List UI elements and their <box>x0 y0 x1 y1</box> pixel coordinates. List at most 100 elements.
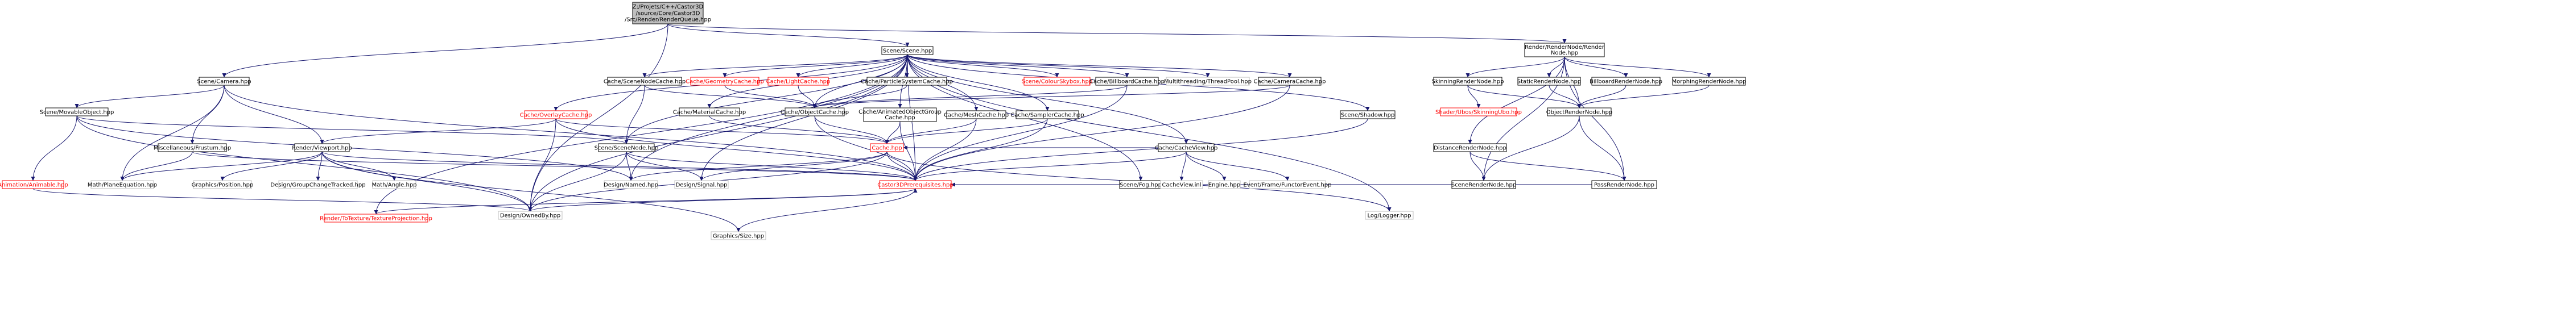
node-label: DistanceRenderNode.hpp <box>1434 145 1506 152</box>
node-label: Cache/LightCache.hpp <box>766 79 831 85</box>
dependency-edge-rnode-to-morphing <box>1564 56 1711 78</box>
node-rtt[interactable]: Render/ToTexture/TextureProjection.hpp <box>320 214 432 223</box>
node-samplercache[interactable]: Cache/SamplerCache.hpp <box>1010 110 1084 119</box>
node-logger[interactable]: Log/Logger.hpp <box>1365 211 1414 220</box>
node-gpos[interactable]: Graphics/Position.hpp <box>192 180 254 189</box>
node-box <box>598 143 655 152</box>
dependency-edge-overlaycache-to-prereq <box>555 118 918 181</box>
node-prereq[interactable]: Castor3DPrerequisites.hpp <box>877 180 953 189</box>
dependency-edge-scenenode-to-signal <box>626 151 704 181</box>
node-box <box>1258 77 1322 86</box>
node-movable[interactable]: Scene/MovableObject.hpp <box>40 107 114 116</box>
node-label: Render/Viewport.hpp <box>292 145 352 152</box>
node-label: Cache/SceneNodeCache.hpp <box>604 79 686 85</box>
node-label: Shader/Ubos/SkinningUbo.hpp <box>1435 110 1522 116</box>
node-label: Cache/ParticleSystemCache.hpp <box>861 79 953 85</box>
node-shaderubo[interactable]: Shader/Ubos/SkinningUbo.hpp <box>1435 107 1522 116</box>
dependency-edge-overlaycache-to-owned <box>528 118 556 212</box>
dependency-edge-prereq-to-owned <box>528 188 916 212</box>
dependency-edge-movable-to-named <box>76 115 633 181</box>
dependency-edge-billboardcache-to-prereq <box>913 85 1128 181</box>
node-named[interactable]: Design/Named.hpp <box>604 180 658 189</box>
node-meshcache[interactable]: Cache/MeshCache.hpp <box>944 110 1009 119</box>
dependency-edge-cameracache-to-objcache <box>812 85 1290 108</box>
dependency-edge-samplercache-to-prereq <box>913 118 1048 181</box>
node-misc[interactable]: Miscellaneous/Frustum.hpp <box>154 143 231 152</box>
node-objcache[interactable]: Cache/ObjectCache.hpp <box>781 107 849 116</box>
node-label: Castor3DPrerequisites.hpp <box>877 182 953 189</box>
node-staticrn[interactable]: StaticRenderNode.hpp <box>1517 77 1582 86</box>
node-particlecache[interactable]: Cache/ParticleSystemCache.hpp <box>861 77 953 86</box>
node-geomcache[interactable]: Cache/GeometryCache.hpp <box>686 77 764 86</box>
node-root[interactable]: Z:/Projets/C++/Castor3D/source/Core/Cast… <box>625 2 711 24</box>
node-camera[interactable]: Scene/Camera.hpp <box>197 77 251 86</box>
dependency-edge-misc-to-plane <box>120 151 193 181</box>
dependency-edge-cameracache-to-prereq <box>913 85 1290 181</box>
node-label: Cache.hpp <box>885 115 915 121</box>
node-scenenode[interactable]: Scene/SceneNode.hpp <box>595 143 659 152</box>
node-label: BillboardRenderNode.hpp <box>1590 79 1662 85</box>
dependency-edge-billboardcache-to-objcache <box>812 85 1128 108</box>
node-morphing[interactable]: MorphingRenderNode.hpp <box>1672 77 1747 86</box>
node-box <box>158 143 227 152</box>
dependency-edge-cacheview-to-engine <box>1186 151 1227 181</box>
node-threadpool[interactable]: Multithreading/ThreadPool.hpp <box>1164 77 1252 86</box>
dependency-edge-objcache-to-cache <box>814 115 889 144</box>
node-gsize[interactable]: Graphics/Size.hpp <box>711 231 766 240</box>
node-owned[interactable]: Design/OwnedBy.hpp <box>498 211 563 220</box>
dependency-edge-rnode-to-scenernode <box>1481 56 1565 181</box>
node-box <box>1591 77 1661 86</box>
node-billboardcache[interactable]: Cache/BillboardCache.hpp <box>1089 77 1165 86</box>
dependency-edge-rtt-to-prereq <box>375 188 918 215</box>
node-cameracache[interactable]: Cache/CameraCache.hpp <box>1253 77 1326 86</box>
node-objrn[interactable]: ObjectRenderNode.hpp <box>1546 107 1612 116</box>
node-scenenodecache[interactable]: Cache/SceneNodeCache.hpp <box>604 77 686 86</box>
node-cacheviewinl[interactable]: CacheView.inl <box>1160 180 1203 189</box>
dependency-edge-overlaycache-to-cache <box>555 118 889 144</box>
node-signal[interactable]: Design/Signal.hpp <box>674 180 729 189</box>
node-billboardrn[interactable]: BillboardRenderNode.hpp <box>1590 77 1662 86</box>
node-label: StaticRenderNode.hpp <box>1517 79 1582 85</box>
dependency-edge-scene-to-samplercache <box>907 54 1050 111</box>
node-overlaycache[interactable]: Cache/OverlayCache.hpp <box>520 110 592 119</box>
node-label: SceneRenderNode.hpp <box>1451 182 1516 189</box>
dependency-edge-rnode-to-skinning <box>1465 56 1565 78</box>
node-functor[interactable]: Event/Frame/FunctorEvent.hpp <box>1244 180 1332 189</box>
node-materialcache[interactable]: Cache/MaterialCache.hpp <box>673 107 746 116</box>
node-passrn[interactable]: PassRenderNode.hpp <box>1591 180 1657 189</box>
node-dgct[interactable]: Design/GroupChangeTracked.hpp <box>270 180 366 189</box>
node-rnode[interactable]: Render/RenderNode/RenderNode.hpp <box>1524 43 1605 57</box>
node-angle[interactable]: Math/Angle.hpp <box>371 180 417 189</box>
node-box <box>1433 77 1502 86</box>
node-box <box>1166 77 1250 86</box>
dependency-edge-distance-to-scenernode <box>1469 151 1486 181</box>
node-scene[interactable]: Scene/Scene.hpp <box>881 46 934 55</box>
node-fog[interactable]: Scene/Fog.hpp <box>1119 180 1162 189</box>
node-cache[interactable]: Cache.hpp <box>870 143 904 152</box>
node-distance[interactable]: DistanceRenderNode.hpp <box>1433 143 1507 152</box>
node-shadow[interactable]: Scene/Shadow.hpp <box>1340 110 1396 119</box>
node-skybox[interactable]: Scene/ColourSkybox.hpp <box>1022 77 1092 86</box>
dependency-edge-scene-to-billboardcache <box>907 54 1129 78</box>
node-label: Cache/SamplerCache.hpp <box>1010 112 1084 119</box>
dependency-edge-prereq-to-gsize <box>736 188 916 232</box>
dependency-edge-billboardrn-to-objrn <box>1577 85 1626 108</box>
node-label: Node.hpp <box>1551 50 1578 56</box>
node-scenernode[interactable]: SceneRenderNode.hpp <box>1451 180 1516 189</box>
node-viewport[interactable]: Render/Viewport.hpp <box>292 143 352 152</box>
node-lightcache[interactable]: Cache/LightCache.hpp <box>766 77 831 86</box>
node-plane[interactable]: Math/PlaneEquation.hpp <box>88 180 157 189</box>
node-animatable[interactable]: Animation/Animable.hpp <box>0 180 68 189</box>
dependency-edge-viewport-to-plane <box>120 151 323 181</box>
dependency-edge-rnode-to-distance <box>1468 56 1565 144</box>
node-cacheview[interactable]: Cache/CacheView.hpp <box>1155 143 1218 152</box>
node-engine[interactable]: Engine.hpp <box>1208 180 1241 189</box>
dependency-edge-rnode-to-billboardrn <box>1564 56 1628 78</box>
node-box <box>881 46 934 55</box>
node-label: Render/ToTexture/TextureProjection.hpp <box>320 216 432 222</box>
node-label: Scene/ColourSkybox.hpp <box>1022 79 1092 85</box>
node-skinning[interactable]: SkinningRenderNode.hpp <box>1432 77 1504 86</box>
dependency-edge-root-to-scene <box>667 23 910 47</box>
node-label: Scene/SceneNode.hpp <box>595 145 659 152</box>
